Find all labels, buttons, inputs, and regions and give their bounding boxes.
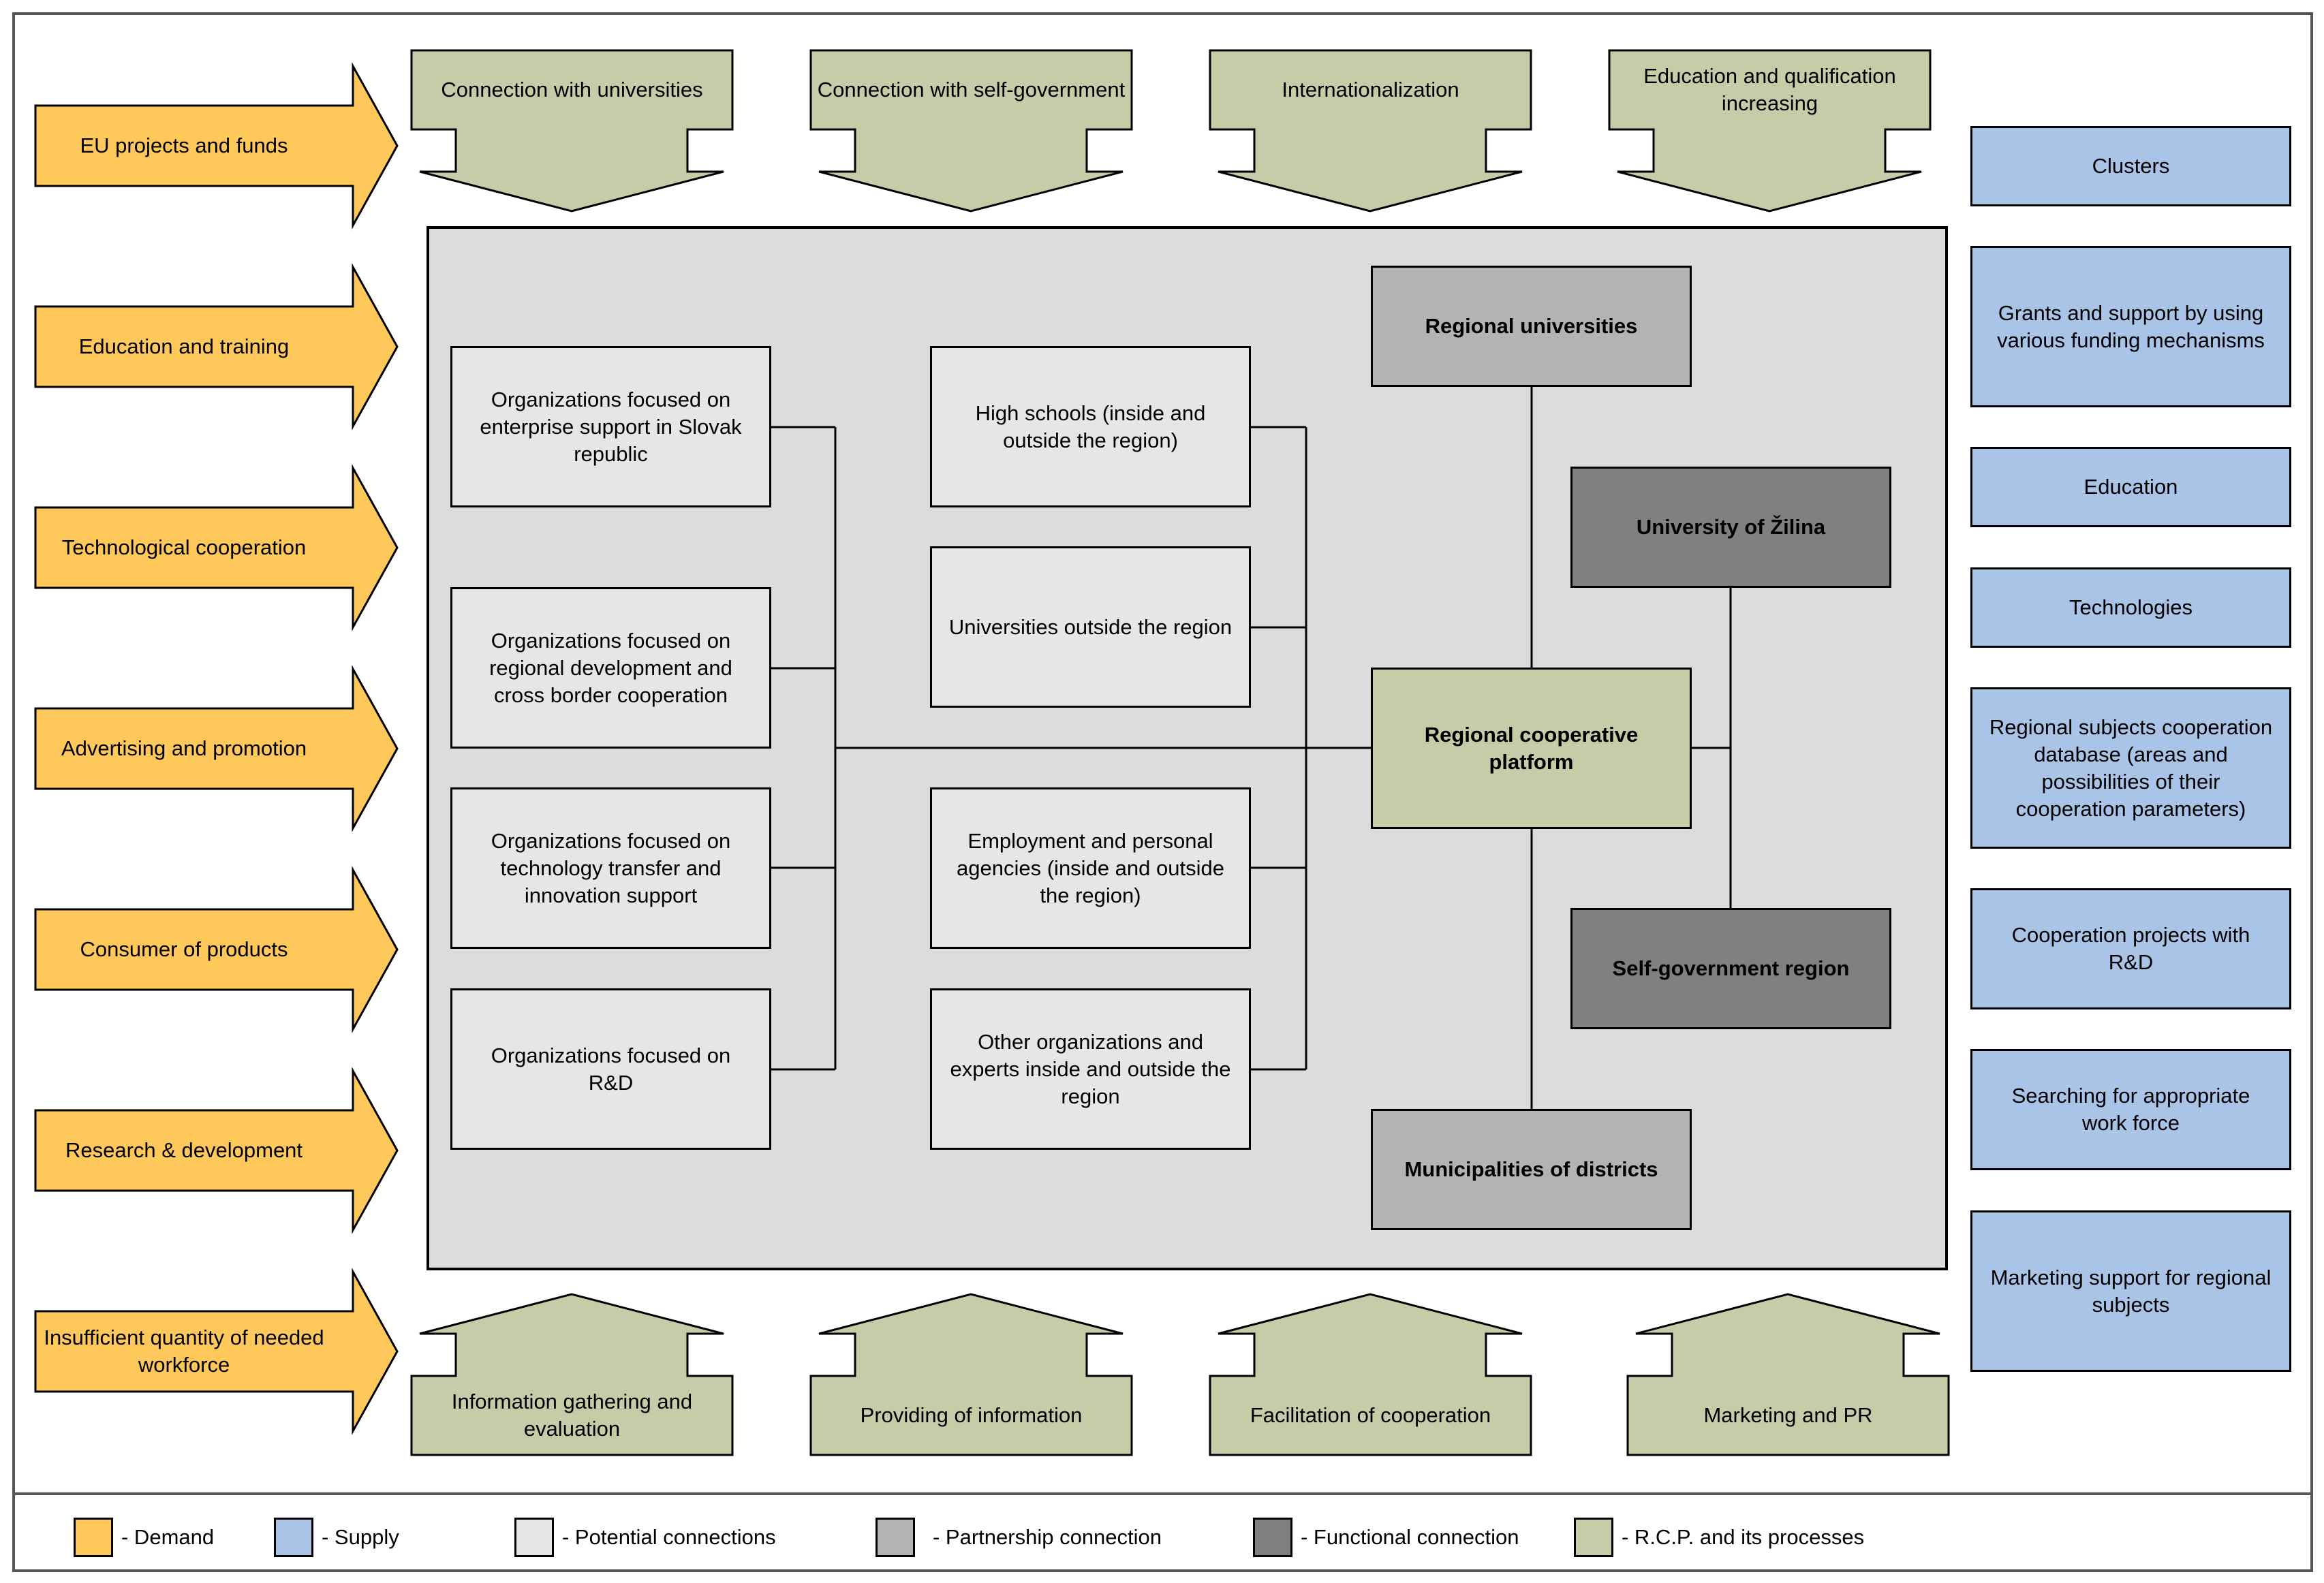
- bottom-process-arrow-4: Marketing and PR: [1626, 1293, 1950, 1456]
- org-technology-transfer: Organizations focused on technology tran…: [450, 787, 771, 949]
- top-process-arrow-1: Connection with universities: [410, 49, 734, 213]
- bottom-process-arrow-2: Providing of information: [809, 1293, 1133, 1456]
- bottom-process-label: Facilitation of cooperation: [1250, 1403, 1491, 1427]
- bottom-process-label: Marketing and PR: [1703, 1403, 1873, 1427]
- bottom-process-label: Providing of information: [860, 1403, 1083, 1427]
- legend-swatch: [876, 1518, 915, 1557]
- org-other-experts: Other organizations and experts inside a…: [930, 988, 1251, 1150]
- bottom-process-label: Information gathering and evaluation: [451, 1390, 693, 1441]
- org-regional-development: Organizations focused on regional develo…: [450, 587, 771, 749]
- supply-grants: Grants and support by using various fund…: [1970, 246, 2291, 407]
- municipalities-of-districts: Municipalities of districts: [1371, 1109, 1692, 1230]
- demand-label: Research & development: [65, 1138, 303, 1162]
- legend-label: - R.C.P. and its processes: [1622, 1525, 1865, 1549]
- demand-arrow-7: Insufficient quantity of needed workforc…: [34, 1268, 399, 1435]
- legend-rcp: - R.C.P. and its processes: [1574, 1517, 1864, 1558]
- legend-swatch: [74, 1518, 113, 1557]
- demand-label: EU projects and funds: [80, 134, 288, 157]
- org-high-schools: High schools (inside and outside the reg…: [930, 346, 1251, 507]
- org-research-development: Organizations focused on R&D: [450, 988, 771, 1150]
- legend-label: - Partnership connection: [933, 1525, 1162, 1549]
- legend-label: - Potential connections: [562, 1525, 776, 1549]
- legend-swatch: [514, 1518, 554, 1557]
- supply-work-force: Searching for appropriate work force: [1970, 1049, 2291, 1170]
- legend-potential: - Potential connections: [514, 1517, 776, 1558]
- org-employment-agencies: Employment and personal agencies (inside…: [930, 787, 1251, 949]
- demand-label: Technological cooperation: [61, 535, 307, 559]
- demand-arrow-6: Research & development: [34, 1067, 399, 1234]
- top-process-label: Connection with self-government: [817, 78, 1126, 101]
- demand-label: Education and training: [78, 334, 290, 358]
- legend-swatch: [1574, 1518, 1613, 1557]
- demand-arrow-5: Consumer of products: [34, 866, 399, 1033]
- regional-universities: Regional universities: [1371, 266, 1692, 387]
- top-process-arrow-4: Education and qualification increasing: [1608, 49, 1932, 213]
- legend-label: - Functional connection: [1301, 1525, 1519, 1549]
- org-universities-outside: Universities outside the region: [930, 546, 1251, 708]
- demand-arrow-3: Technological cooperation: [34, 464, 399, 631]
- diagram-frame: [12, 12, 2313, 1572]
- org-enterprise-support: Organizations focused on enterprise supp…: [450, 346, 771, 507]
- top-process-label: Internationalization: [1282, 78, 1459, 101]
- demand-label: Advertising and promotion: [61, 736, 307, 760]
- demand-label: Insufficient quantity of needed workforc…: [44, 1326, 324, 1377]
- demand-arrow-4: Advertising and promotion: [34, 665, 399, 832]
- supply-technologies: Technologies: [1970, 567, 2291, 648]
- demand-arrow-2: Education and training: [34, 263, 399, 430]
- legend-demand: - Demand: [74, 1517, 214, 1558]
- top-process-label: Connection with universities: [441, 78, 703, 101]
- university-of-zilina: University of Žilina: [1570, 467, 1891, 588]
- top-process-arrow-3: Internationalization: [1209, 49, 1532, 213]
- legend-supply: - Supply: [274, 1517, 399, 1558]
- top-process-label: Education and qualification increasing: [1643, 64, 1896, 115]
- legend-swatch: [274, 1518, 313, 1557]
- legend-swatch: [1253, 1518, 1292, 1557]
- self-government-region: Self-government region: [1570, 908, 1891, 1029]
- supply-marketing-support: Marketing support for regional subjects: [1970, 1210, 2291, 1372]
- legend-label: - Demand: [121, 1525, 215, 1549]
- demand-arrow-1: EU projects and funds: [34, 62, 399, 230]
- supply-clusters: Clusters: [1970, 126, 2291, 206]
- supply-education: Education: [1970, 447, 2291, 527]
- bottom-process-arrow-3: Facilitation of cooperation: [1209, 1293, 1532, 1456]
- top-process-arrow-2: Connection with self-government: [809, 49, 1133, 213]
- supply-cooperation-database: Regional subjects cooperation database (…: [1970, 687, 2291, 849]
- regional-cooperative-platform: Regional cooperative platform: [1371, 668, 1692, 829]
- legend-partnership: - Partnership connection: [876, 1517, 1162, 1558]
- supply-cooperation-projects: Cooperation projects with R&D: [1970, 888, 2291, 1009]
- bottom-process-arrow-1: Information gathering and evaluation: [410, 1293, 734, 1456]
- legend-label: - Supply: [322, 1525, 399, 1549]
- demand-label: Consumer of products: [80, 937, 288, 961]
- legend-separator: [12, 1492, 2313, 1495]
- legend-functional: - Functional connection: [1253, 1517, 1519, 1558]
